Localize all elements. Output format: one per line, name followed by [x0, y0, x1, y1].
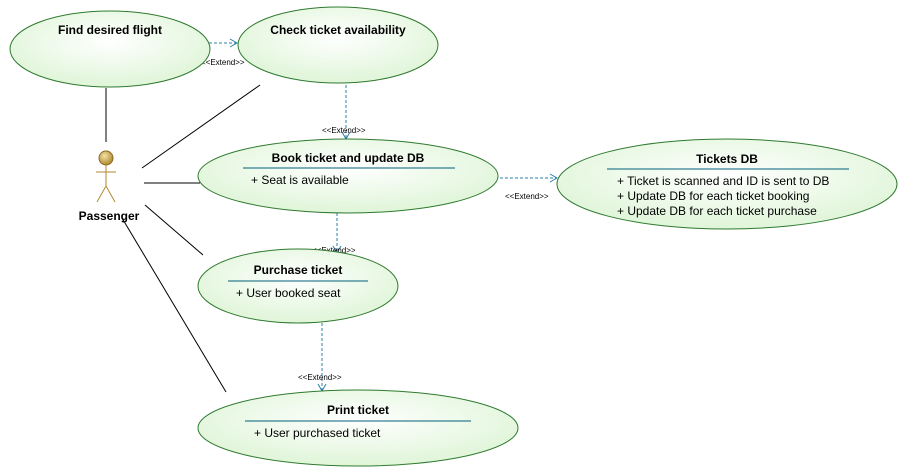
- use-case-ellipse: [197, 138, 499, 214]
- use-case-attribute: + User booked seat: [236, 286, 341, 300]
- association-check-availability: [141, 84, 261, 169]
- use-case-ellipse: [197, 389, 519, 467]
- use-case-title: Check ticket availability: [270, 23, 406, 37]
- associations: [105, 84, 261, 393]
- use-case-find-desired-flight[interactable]: Find desired flight: [9, 10, 211, 88]
- use-case-title: Find desired flight: [58, 23, 162, 37]
- stereotype-labels: <<Extend>> <<Extend>> <<Extend>> <<Exten…: [201, 58, 549, 382]
- use-case-purchase-ticket[interactable]: Purchase ticket + User booked seat: [197, 248, 399, 324]
- use-case-check-ticket-availability[interactable]: Check ticket availability: [237, 6, 439, 84]
- use-case-ellipse: [556, 138, 898, 230]
- association-purchase-ticket: [144, 204, 204, 256]
- stereotype-check-book: <<Extend>>: [322, 126, 366, 135]
- use-case-ellipse: [237, 6, 439, 84]
- stereotype-book-purchase: <<Extend>>: [312, 246, 356, 255]
- actor-right-leg: [105, 185, 116, 203]
- dependencies: [209, 38, 559, 393]
- use-case-tickets-db[interactable]: Tickets DB + Ticket is scanned and ID is…: [556, 138, 898, 230]
- use-case-ellipse: [9, 10, 211, 88]
- use-case-title: Tickets DB: [696, 152, 758, 166]
- use-case-book-ticket[interactable]: Book ticket and update DB + Seat is avai…: [197, 138, 499, 214]
- use-case-title: Purchase ticket: [254, 263, 343, 277]
- stereotype-purchase-print: <<Extend>>: [298, 373, 342, 382]
- use-case-print-ticket[interactable]: Print ticket + User purchased ticket: [197, 389, 519, 467]
- use-case-title: Print ticket: [327, 403, 389, 417]
- association-print-ticket: [121, 217, 227, 393]
- use-case-attribute: + User purchased ticket: [254, 426, 381, 440]
- extend-arrow-book-db: [549, 173, 559, 183]
- use-case-attribute: + Ticket is scanned and ID is sent to DB: [617, 174, 829, 188]
- use-case-title: Book ticket and update DB: [272, 151, 425, 165]
- extend-arrow-find-check: [229, 38, 239, 48]
- use-case-attribute: + Seat is available: [251, 173, 349, 187]
- use-case-attribute: + Update DB for each ticket booking: [617, 189, 809, 203]
- actor-left-leg: [96, 185, 107, 203]
- use-case-ellipse: [197, 248, 399, 324]
- actor-head: [98, 150, 114, 166]
- stereotype-book-db: <<Extend>>: [505, 192, 549, 201]
- use-case-attribute: + Update DB for each ticket purchase: [617, 204, 817, 218]
- actor-name: Passenger: [79, 209, 140, 223]
- actor-passenger[interactable]: Passenger: [79, 150, 140, 223]
- stereotype-find-check: <<Extend>>: [201, 58, 245, 67]
